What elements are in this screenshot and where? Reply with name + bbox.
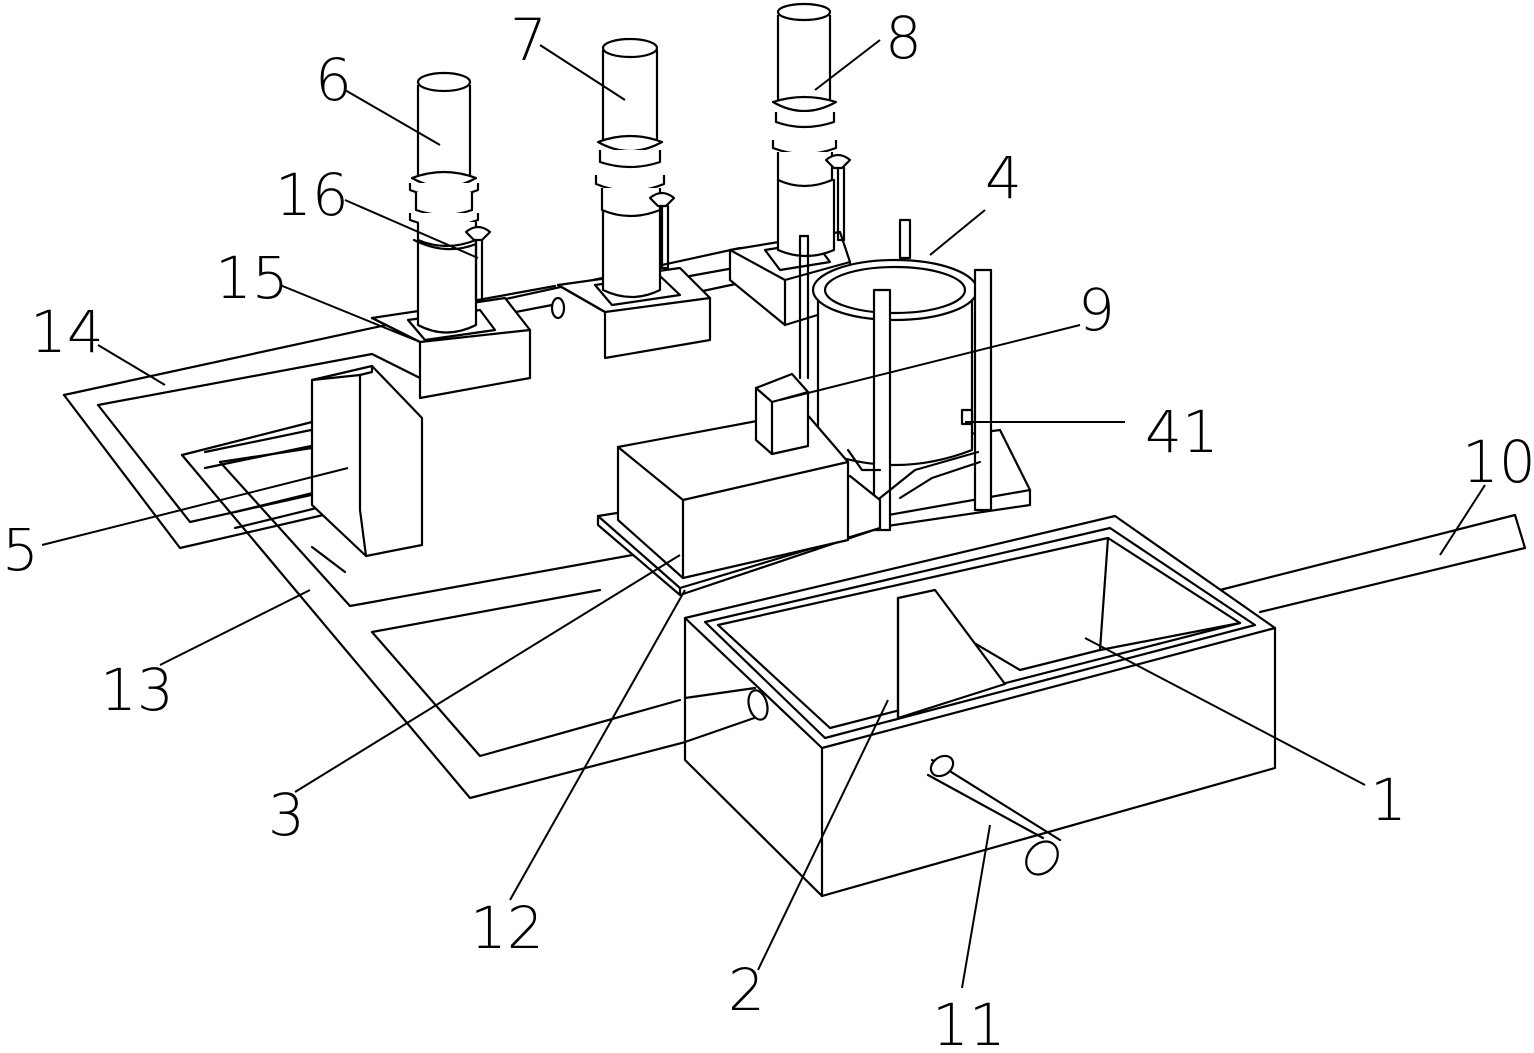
label-10: 10 <box>1462 428 1534 496</box>
label-2: 2 <box>728 956 765 1024</box>
label-12: 12 <box>470 894 544 962</box>
supports-41 <box>846 268 993 532</box>
label-9: 9 <box>1078 276 1115 344</box>
label-3: 3 <box>268 781 305 849</box>
label-8: 8 <box>885 4 922 72</box>
reference-labels: 1 2 3 4 5 6 7 8 9 10 11 12 13 14 15 16 4… <box>2 4 1534 1053</box>
column-7 <box>594 37 676 299</box>
label-11: 11 <box>932 991 1006 1053</box>
inlet-pipe <box>683 686 769 744</box>
valve-16 <box>464 225 492 302</box>
label-5: 5 <box>2 516 39 584</box>
label-41: 41 <box>1145 398 1219 466</box>
column-6 <box>408 71 480 334</box>
box-9 <box>754 372 810 456</box>
leader-lines <box>41 39 1486 989</box>
pipe-10 <box>1218 513 1527 614</box>
label-6: 6 <box>315 46 352 114</box>
tank-4 <box>811 218 979 467</box>
box-3 <box>616 410 850 580</box>
box-5 <box>310 364 424 558</box>
label-14: 14 <box>30 298 104 366</box>
label-7: 7 <box>510 6 547 74</box>
tank-1 <box>683 514 1277 898</box>
pipe-11 <box>926 754 1062 876</box>
column-8 <box>771 2 852 258</box>
tube-to-box-9 <box>798 234 810 380</box>
label-4: 4 <box>985 144 1022 212</box>
label-13: 13 <box>100 656 174 724</box>
label-16: 16 <box>275 161 349 229</box>
label-1: 1 <box>1370 766 1407 834</box>
label-15: 15 <box>215 244 289 312</box>
